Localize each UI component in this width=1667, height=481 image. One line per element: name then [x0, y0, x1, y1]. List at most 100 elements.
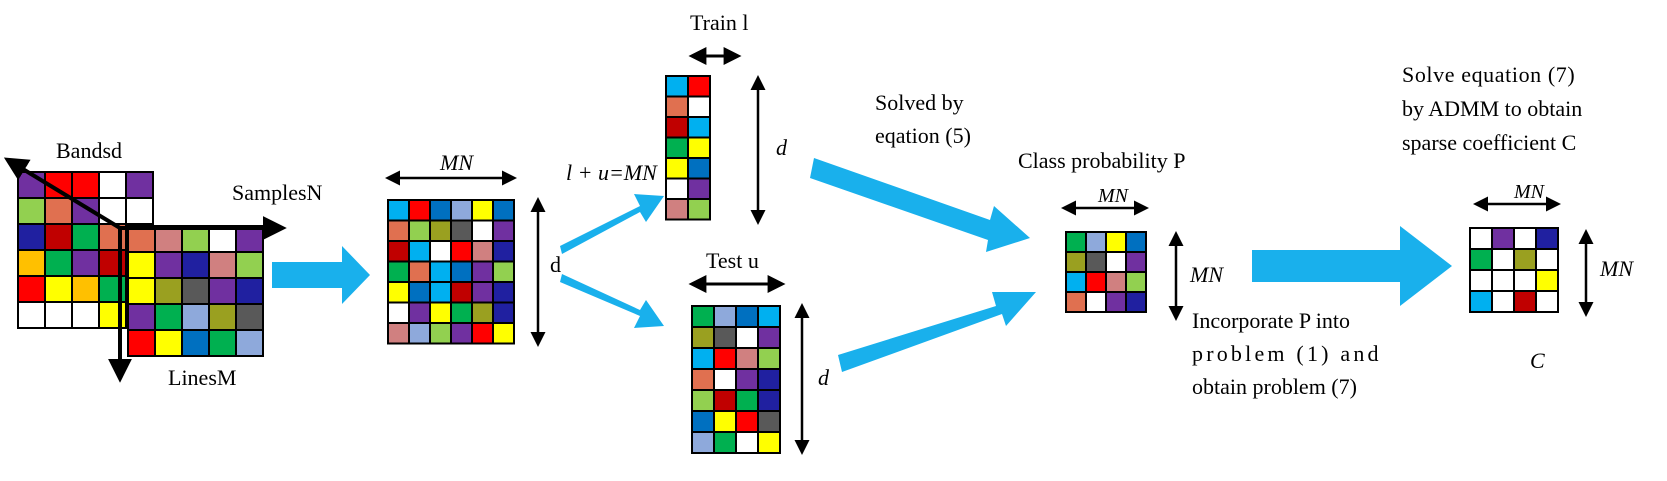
- p-cell: [1105, 251, 1127, 273]
- cube-back-cell: [17, 301, 46, 329]
- test-cell: [735, 389, 759, 412]
- c-grid: [1469, 227, 1559, 313]
- test-cell: [757, 410, 781, 433]
- cube-back-cell: [17, 275, 46, 303]
- cube-front-cell: [154, 329, 183, 357]
- mn-label-p-side: MN: [1189, 262, 1224, 287]
- p-cell: [1105, 291, 1127, 313]
- data-matrix-cell: [429, 322, 452, 345]
- test-cell: [757, 326, 781, 349]
- test-cell: [713, 389, 737, 412]
- cube-front-cell: [235, 277, 264, 305]
- arrow-cube-to-matrix: [272, 246, 370, 304]
- data-matrix-cell: [471, 301, 494, 324]
- p-cell: [1085, 231, 1107, 253]
- data-matrix-cell: [492, 219, 515, 242]
- hyperspectral-cube: Bandsd SamplesN LinesM: [3, 138, 323, 390]
- cube-front-cell: [181, 329, 210, 357]
- train-cell: [665, 75, 689, 98]
- cube-front-cell: [235, 329, 264, 357]
- data-matrix-cell: [492, 322, 515, 345]
- p-cell: [1065, 271, 1087, 293]
- cube-back-cell: [44, 223, 73, 251]
- test-cell: [735, 410, 759, 433]
- incorporate-line3: obtain problem (7): [1192, 374, 1357, 399]
- solved-by-line1: Solved by: [875, 90, 964, 115]
- solve-equation-line1: Solve equation (7): [1402, 62, 1575, 87]
- arrow-test-to-p: [838, 292, 1036, 372]
- d-label-test: d: [818, 365, 830, 390]
- data-matrix-cell: [387, 240, 410, 263]
- cube-front-cell: [208, 251, 237, 279]
- train-cell: [665, 198, 689, 221]
- test-cell: [691, 326, 715, 349]
- cube-back-cell: [125, 171, 154, 199]
- cube-back-cell: [71, 249, 100, 277]
- test-cell: [735, 347, 759, 370]
- p-cell: [1065, 251, 1087, 273]
- c-cell: [1491, 269, 1515, 292]
- p-cell: [1085, 251, 1107, 273]
- solved-by-line2: eqation (5): [875, 123, 971, 148]
- cube-back-cell: [71, 301, 100, 329]
- test-cell: [713, 326, 737, 349]
- c-cell: [1491, 248, 1515, 271]
- cube-front-cell: [154, 303, 183, 331]
- data-matrix-cell: [387, 301, 410, 324]
- test-u-label: Test u: [706, 248, 759, 273]
- data-matrix-cell: [429, 260, 452, 283]
- cube-back-cell: [44, 275, 73, 303]
- test-cell: [757, 431, 781, 454]
- test-cell: [691, 305, 715, 328]
- cube-front-cell: [154, 277, 183, 305]
- p-grid: [1065, 231, 1147, 313]
- cube-front-cell: [154, 251, 183, 279]
- c-cell: [1491, 227, 1515, 250]
- data-matrix-cell: [492, 301, 515, 324]
- train-cell: [687, 157, 711, 180]
- incorporate-line1: Incorporate P into: [1192, 308, 1350, 333]
- test-cell: [735, 368, 759, 391]
- bands-axis-arrow: [3, 157, 122, 230]
- mn-label-top: MN: [439, 150, 474, 175]
- test-cell: [691, 431, 715, 454]
- solve-equation-line3: sparse coefficient C: [1402, 130, 1576, 155]
- cube-back-cell: [71, 223, 100, 251]
- train-l-label: Train l: [690, 10, 748, 35]
- cube-back-cell: [17, 249, 46, 277]
- test-cell: [713, 368, 737, 391]
- data-matrix-cell: [408, 322, 431, 345]
- cube-front-cell: [235, 303, 264, 331]
- data-matrix-cell: [429, 199, 452, 222]
- data-matrix-cell: [429, 301, 452, 324]
- cube-front-cell: [181, 251, 210, 279]
- cube-back-cell: [98, 171, 127, 199]
- cube-front-cell: [181, 303, 210, 331]
- data-matrix-cell: [450, 281, 473, 304]
- test-grid: [691, 305, 781, 454]
- data-matrix-cell: [492, 240, 515, 263]
- samples-n-label: SamplesN: [232, 180, 323, 205]
- data-matrix-cell: [387, 281, 410, 304]
- test-cell: [757, 368, 781, 391]
- cube-front-cell: [208, 303, 237, 331]
- test-cell: [713, 410, 737, 433]
- test-cell: [691, 347, 715, 370]
- test-cell: [757, 389, 781, 412]
- sparse-coefficient-matrix: MN MN C: [1469, 181, 1634, 373]
- p-cell: [1085, 291, 1107, 313]
- test-set: Test u d: [688, 248, 830, 455]
- arrow-p-to-c: [1252, 226, 1452, 306]
- p-cell: [1085, 271, 1107, 293]
- incorporate-line2: problem (1) and: [1192, 341, 1382, 366]
- arrow-to-train: [560, 194, 664, 254]
- data-matrix-cell: [429, 219, 452, 242]
- p-cell: [1105, 271, 1127, 293]
- p-cell: [1105, 231, 1127, 253]
- data-matrix-cell: [408, 281, 431, 304]
- train-cell: [687, 116, 711, 139]
- train-cell: [665, 95, 689, 118]
- data-matrix-grid: [387, 199, 515, 345]
- cube-front-cell: [127, 303, 156, 331]
